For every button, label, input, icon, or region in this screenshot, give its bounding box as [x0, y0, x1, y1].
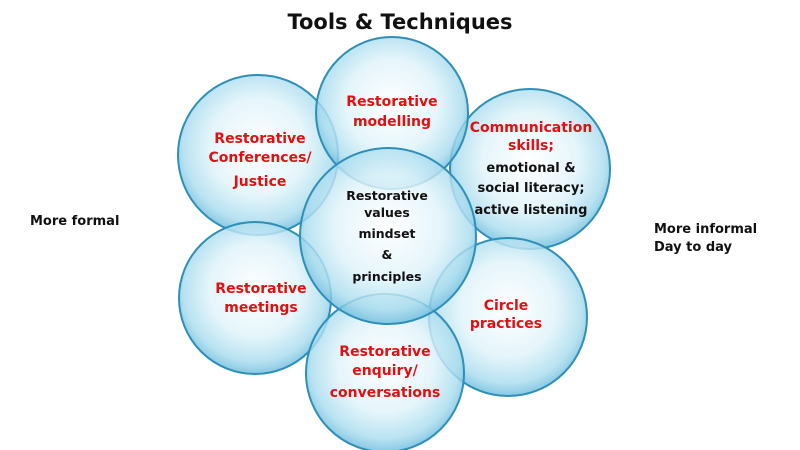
label-upper-left-3: Justice [233, 174, 287, 190]
page-title: Tools & Techniques [287, 10, 512, 34]
label-lower-right-1: Circle [484, 298, 529, 314]
label-bottom-1: Restorative [339, 344, 430, 360]
label-upper-right-2: skills; [508, 138, 554, 154]
label-center-4: & [382, 247, 393, 262]
label-upper-left-2: Conferences/ [208, 150, 312, 166]
label-upper-left-1: Restorative [214, 131, 305, 147]
left-note: More formal [30, 214, 119, 229]
label-top-2: modelling [353, 114, 431, 130]
label-center-3: mindset [358, 226, 415, 241]
label-bottom-2: enquiry/ [352, 363, 418, 379]
label-lower-right-2: practices [470, 316, 542, 332]
label-center-1: Restorative [346, 188, 428, 203]
label-lower-left-2: meetings [224, 300, 297, 316]
label-upper-right-3: emotional & [486, 161, 575, 176]
right-note-line-2: Day to day [654, 240, 733, 255]
circle-group [177, 36, 611, 450]
label-center-2: values [364, 205, 410, 220]
label-top-1: Restorative [346, 94, 437, 110]
label-upper-right-4: social literacy; [477, 181, 584, 196]
label-bottom-3: conversations [330, 385, 441, 401]
label-center-5: principles [352, 269, 421, 284]
right-note-line-1: More informal [654, 222, 757, 237]
circle-center [299, 147, 477, 325]
label-upper-right-5: active listening [475, 203, 588, 218]
label-lower-left-1: Restorative [215, 281, 306, 297]
label-upper-right-1: Communication [470, 120, 593, 136]
